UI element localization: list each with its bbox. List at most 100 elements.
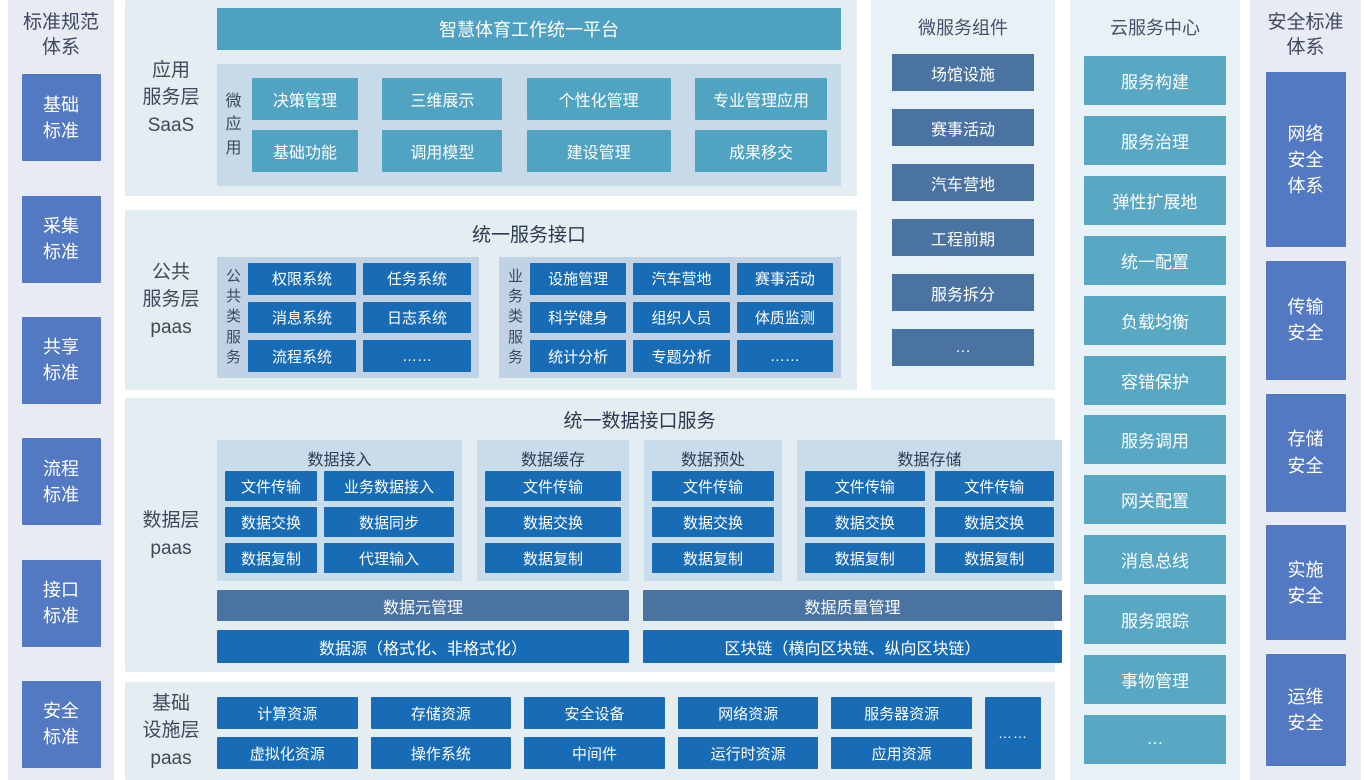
data-box-exchange: 数据交换 [485, 507, 621, 537]
security-standards-stack: 网络 安全 体系 传输 安全 存储 安全 实施 安全 运维 安全 [1250, 60, 1361, 780]
security-box-operations: 运维 安全 [1265, 653, 1346, 766]
infra-box-storage: 存储资源 [370, 697, 512, 729]
data-box-replication: 数据复制 [485, 543, 621, 573]
security-standards-title: 安全标准 体系 [1267, 12, 1344, 59]
infra-box-network: 网络资源 [677, 697, 819, 729]
data-access-title: 数据接入 [307, 451, 372, 469]
app-box-construction: 建设管理 [526, 130, 671, 172]
infra-box-virtualization: 虚拟化资源 [217, 737, 358, 769]
security-box-network: 网络 安全 体系 [1265, 72, 1346, 248]
business-services-label: 业务类服务 [507, 267, 523, 366]
metadata-management-bar: 数据元管理 [217, 590, 629, 621]
platform-title-bar: 智慧体育工作统一平台 [217, 8, 841, 50]
data-management-bars: 数据元管理 数据质量管理 [217, 590, 1062, 621]
infra-box-compute: 计算资源 [217, 697, 358, 729]
business-services-grid: 设施管理 汽车营地 赛事活动 科学健身 组织人员 体质监测 统计分析 专题分析 … [530, 263, 833, 372]
data-box-proxy-input: 代理输入 [324, 543, 454, 573]
cloud-box-load-balance: 负载均衡 [1084, 295, 1226, 345]
data-preprocess-title: 数据预处 [680, 451, 745, 469]
blockchain-bar: 区块链（横向区块链、纵向区块链） [643, 630, 1062, 663]
data-box-exchange: 数据交换 [652, 507, 774, 537]
microservices-panel: 微服务组件 场馆设施 赛事活动 汽车营地 工程前期 服务拆分 … [871, 0, 1055, 390]
service-box-personnel: 组织人员 [633, 301, 730, 334]
data-preprocess-group: 数据预处 文件传输 数据交换 数据复制 [644, 440, 782, 581]
cloud-box-governance: 服务治理 [1084, 115, 1226, 165]
data-box-replication: 数据复制 [934, 543, 1054, 573]
data-box-exchange: 数据交换 [225, 507, 317, 537]
infrastructure-layer-label: 基础 设施层 paas [142, 692, 200, 769]
data-groups: 数据接入 文件传输 业务数据接入 数据交换 数据同步 数据复制 代理输入 数据缓… [217, 440, 1062, 581]
service-box-events: 赛事活动 [736, 263, 833, 295]
microservices-title: 微服务组件 [918, 18, 1008, 38]
cloud-box-elastic: 弹性扩展地 [1084, 175, 1226, 225]
infrastructure-layer: 基础 设施层 paas 计算资源 虚拟化资源 存储资源 操作系统 安全设备 中间… [125, 682, 1055, 780]
unified-service-interface-title: 统一服务接口 [471, 225, 586, 246]
data-box-exchange: 数据交换 [805, 507, 925, 537]
cloud-center-panel: 云服务中心 服务构建 服务治理 弹性扩展地 统一配置 负载均衡 容错保护 服务调… [1070, 0, 1240, 780]
cloud-box-transaction: 事物管理 [1084, 655, 1226, 705]
app-box-delivery: 成果移交 [694, 130, 827, 172]
service-box-statistics: 统计分析 [530, 340, 627, 372]
app-box-basic: 基础功能 [252, 130, 358, 172]
micro-apps-grid: 决策管理 三维展示 个性化管理 专业管理应用 基础功能 调用模型 建设管理 成果… [250, 72, 829, 178]
service-box-message: 消息系统 [248, 301, 356, 334]
data-box-replication: 数据复制 [652, 543, 774, 573]
cloud-box-build: 服务构建 [1084, 56, 1226, 105]
app-box-3d: 三维展示 [382, 78, 503, 120]
data-access-group: 数据接入 文件传输 业务数据接入 数据交换 数据同步 数据复制 代理输入 [217, 440, 462, 581]
infra-box-middleware: 中间件 [524, 737, 665, 769]
service-panels: 公共类服务 权限系统 任务系统 消息系统 日志系统 流程系统 …… [217, 257, 841, 378]
data-source-bars: 数据源（格式化、非格式化） 区块链（横向区块链、纵向区块链） [217, 630, 1062, 663]
service-box-thematic: 专题分析 [633, 340, 730, 372]
service-box-fitness: 科学健身 [530, 301, 627, 334]
infrastructure-grid: 计算资源 虚拟化资源 存储资源 操作系统 安全设备 中间件 网络资源 运行时资源… [217, 682, 1055, 780]
data-box-file-transfer: 文件传输 [934, 471, 1054, 501]
data-box-file-transfer: 文件传输 [225, 471, 317, 501]
data-box-business-access: 业务数据接入 [324, 471, 454, 501]
data-layer: 数据层 paas 统一数据接口服务 数据接入 文件传输 业务数据接入 数据交换 … [125, 398, 1062, 672]
common-services-panel: 公共类服务 权限系统 任务系统 消息系统 日志系统 流程系统 …… [217, 257, 479, 378]
infra-box-runtime: 运行时资源 [677, 737, 819, 769]
data-layer-content: 统一数据接口服务 数据接入 文件传输 业务数据接入 数据交换 数据同步 数据复制… [217, 398, 1076, 672]
data-box-file-transfer: 文件传输 [652, 471, 774, 501]
micro-app-label: 微应用 [225, 93, 242, 157]
security-standards-sidebar: 安全标准 体系 网络 安全 体系 传输 安全 存储 安全 实施 安全 运维 安全 [1250, 0, 1361, 780]
infra-box-application: 应用资源 [831, 737, 972, 769]
data-box-replication: 数据复制 [225, 543, 317, 573]
data-storage-group: 数据存储 文件传输 文件传输 数据交换 数据交换 数据复制 数据复制 [797, 440, 1062, 581]
security-box-storage: 存储 安全 [1265, 393, 1346, 512]
data-storage-title: 数据存储 [897, 451, 962, 469]
data-box-exchange: 数据交换 [934, 507, 1054, 537]
infra-box-security-device: 安全设备 [524, 697, 665, 729]
common-services-label: 公共类服务 [225, 267, 241, 366]
app-box-professional: 专业管理应用 [694, 78, 827, 120]
common-services-grid: 权限系统 任务系统 消息系统 日志系统 流程系统 …… [248, 263, 471, 372]
service-box-workflow: 流程系统 [248, 340, 356, 372]
cloud-box-invocation: 服务调用 [1084, 415, 1226, 465]
service-box-physique: 体质监测 [736, 301, 833, 334]
cloud-box-gateway: 网关配置 [1084, 475, 1226, 525]
micro-box-events: 赛事活动 [892, 109, 1034, 146]
service-box-more: …… [736, 340, 833, 372]
cloud-box-config: 统一配置 [1084, 235, 1226, 285]
center-column: 应用 服务层 SaaS 智慧体育工作统一平台 微应用 决策管理 三维展示 个性化… [125, 0, 1062, 780]
service-box-facility: 设施管理 [530, 263, 627, 295]
business-services-panel: 业务类服务 设施管理 汽车营地 赛事活动 科学健身 组织人员 体质监测 统计分析 [499, 257, 841, 378]
data-box-sync: 数据同步 [324, 507, 454, 537]
service-box-task: 任务系统 [363, 263, 471, 295]
infra-box-os: 操作系统 [370, 737, 512, 769]
app-box-personalization: 个性化管理 [526, 78, 671, 120]
data-source-bar: 数据源（格式化、非格式化） [217, 630, 629, 663]
micro-box-splitting: 服务拆分 [892, 274, 1034, 311]
standards-stack: 基础 标准 采集 标准 共享 标准 流程 标准 接口 标准 安全 标准 [8, 60, 114, 780]
micro-app-panel: 微应用 决策管理 三维展示 个性化管理 专业管理应用 基础功能 调用模型 建设管… [217, 64, 841, 186]
saas-layer-label: 应用 服务层 SaaS [142, 59, 200, 136]
standard-box-basic: 基础 标准 [21, 74, 101, 162]
micro-box-camping: 汽车营地 [892, 164, 1034, 201]
data-box-replication: 数据复制 [805, 543, 925, 573]
data-box-file-transfer: 文件传输 [485, 471, 621, 501]
cloud-box-more: … [1084, 714, 1226, 764]
micro-box-venues: 场馆设施 [892, 54, 1034, 91]
service-box-log: 日志系统 [363, 301, 471, 334]
cloud-center-title: 云服务中心 [1110, 18, 1200, 38]
